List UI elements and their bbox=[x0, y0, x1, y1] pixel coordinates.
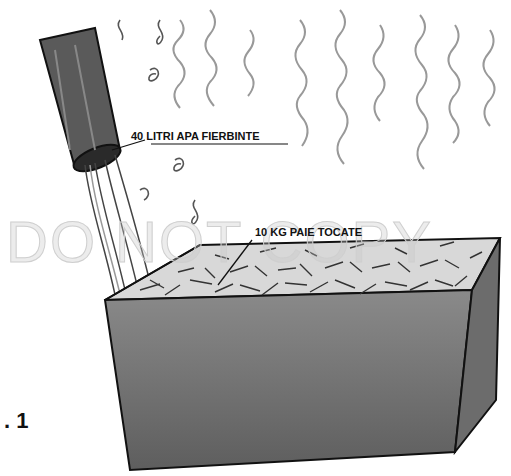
trough-side bbox=[455, 238, 500, 452]
steam bbox=[173, 10, 494, 169]
steam-curl bbox=[157, 20, 163, 44]
steam-curl bbox=[174, 158, 183, 170]
steam-wisp bbox=[295, 20, 307, 146]
watermark: DO NOT COPY bbox=[6, 208, 433, 275]
quantity-label: 10 KG PAIE TOCATE bbox=[255, 226, 362, 238]
steam-curl bbox=[149, 68, 158, 80]
steam-wisp bbox=[448, 25, 459, 143]
figure-number: . 1 bbox=[4, 408, 28, 434]
steam-curl bbox=[140, 188, 148, 200]
steam-curls bbox=[118, 20, 198, 224]
bucket-shading bbox=[55, 45, 95, 150]
quantity-label: 40 LITRI APA FIERBINTE bbox=[131, 130, 260, 142]
steam-wisp bbox=[373, 25, 384, 121]
steam-curl bbox=[118, 20, 123, 40]
underline bbox=[151, 143, 288, 144]
steam-wisp bbox=[483, 30, 494, 126]
steam-wisp bbox=[415, 15, 427, 169]
steam-wisp bbox=[335, 10, 347, 164]
bucket bbox=[40, 28, 124, 177]
trough-front bbox=[105, 290, 472, 470]
steam-wisp bbox=[205, 10, 216, 106]
steam-wisp bbox=[244, 30, 253, 96]
steam-wisp bbox=[173, 20, 184, 108]
straw-bits bbox=[140, 276, 467, 295]
